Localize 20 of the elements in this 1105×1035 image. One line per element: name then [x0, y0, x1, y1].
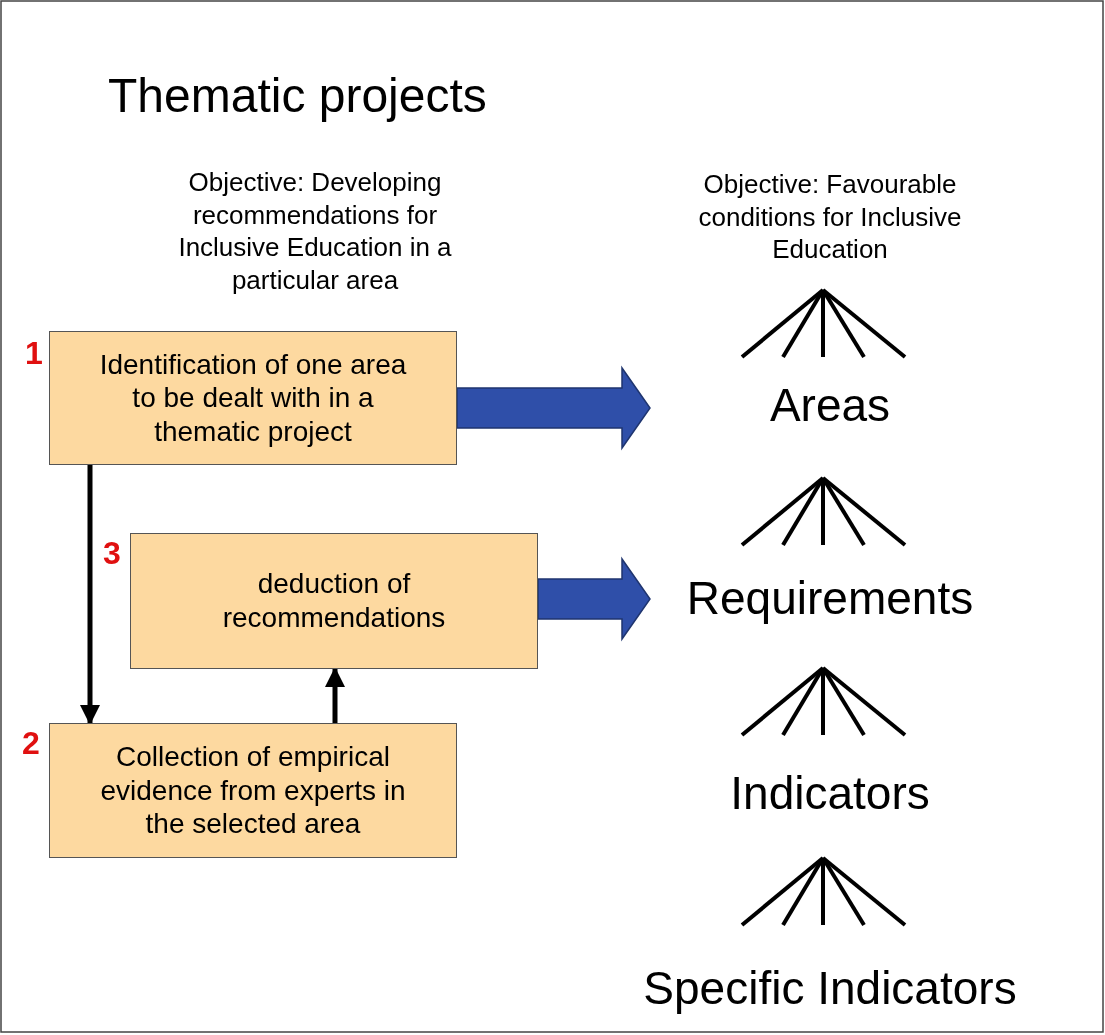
block-arrow	[456, 365, 651, 451]
objective-text: Objective: Favourable conditions for Inclusive Education	[697, 168, 963, 266]
arrow	[80, 465, 100, 725]
level-label: Specific Indicators	[590, 958, 1070, 1018]
box-text: Identification of one area to be dealt with in a thematic project	[98, 347, 408, 449]
step-number: 3	[103, 535, 121, 572]
level-label: Indicators	[650, 763, 1010, 823]
process-box	[49, 723, 457, 858]
box-text: deduction of recommendations	[221, 567, 447, 635]
title: Thematic projects	[108, 68, 487, 123]
step-number: 1	[25, 335, 43, 372]
process-box	[130, 533, 538, 669]
box-text: Collection of empirical evidence from experts in the selected area	[99, 740, 407, 841]
block-arrow	[537, 556, 651, 642]
level-label: Requirements	[650, 568, 1010, 628]
level-label: Areas	[650, 375, 1010, 435]
arrow	[325, 667, 345, 723]
objective-text: Objective: Developing recommendations for Inclusive Education in a particular area	[177, 166, 453, 296]
process-box	[49, 331, 457, 465]
step-number: 2	[22, 725, 40, 762]
